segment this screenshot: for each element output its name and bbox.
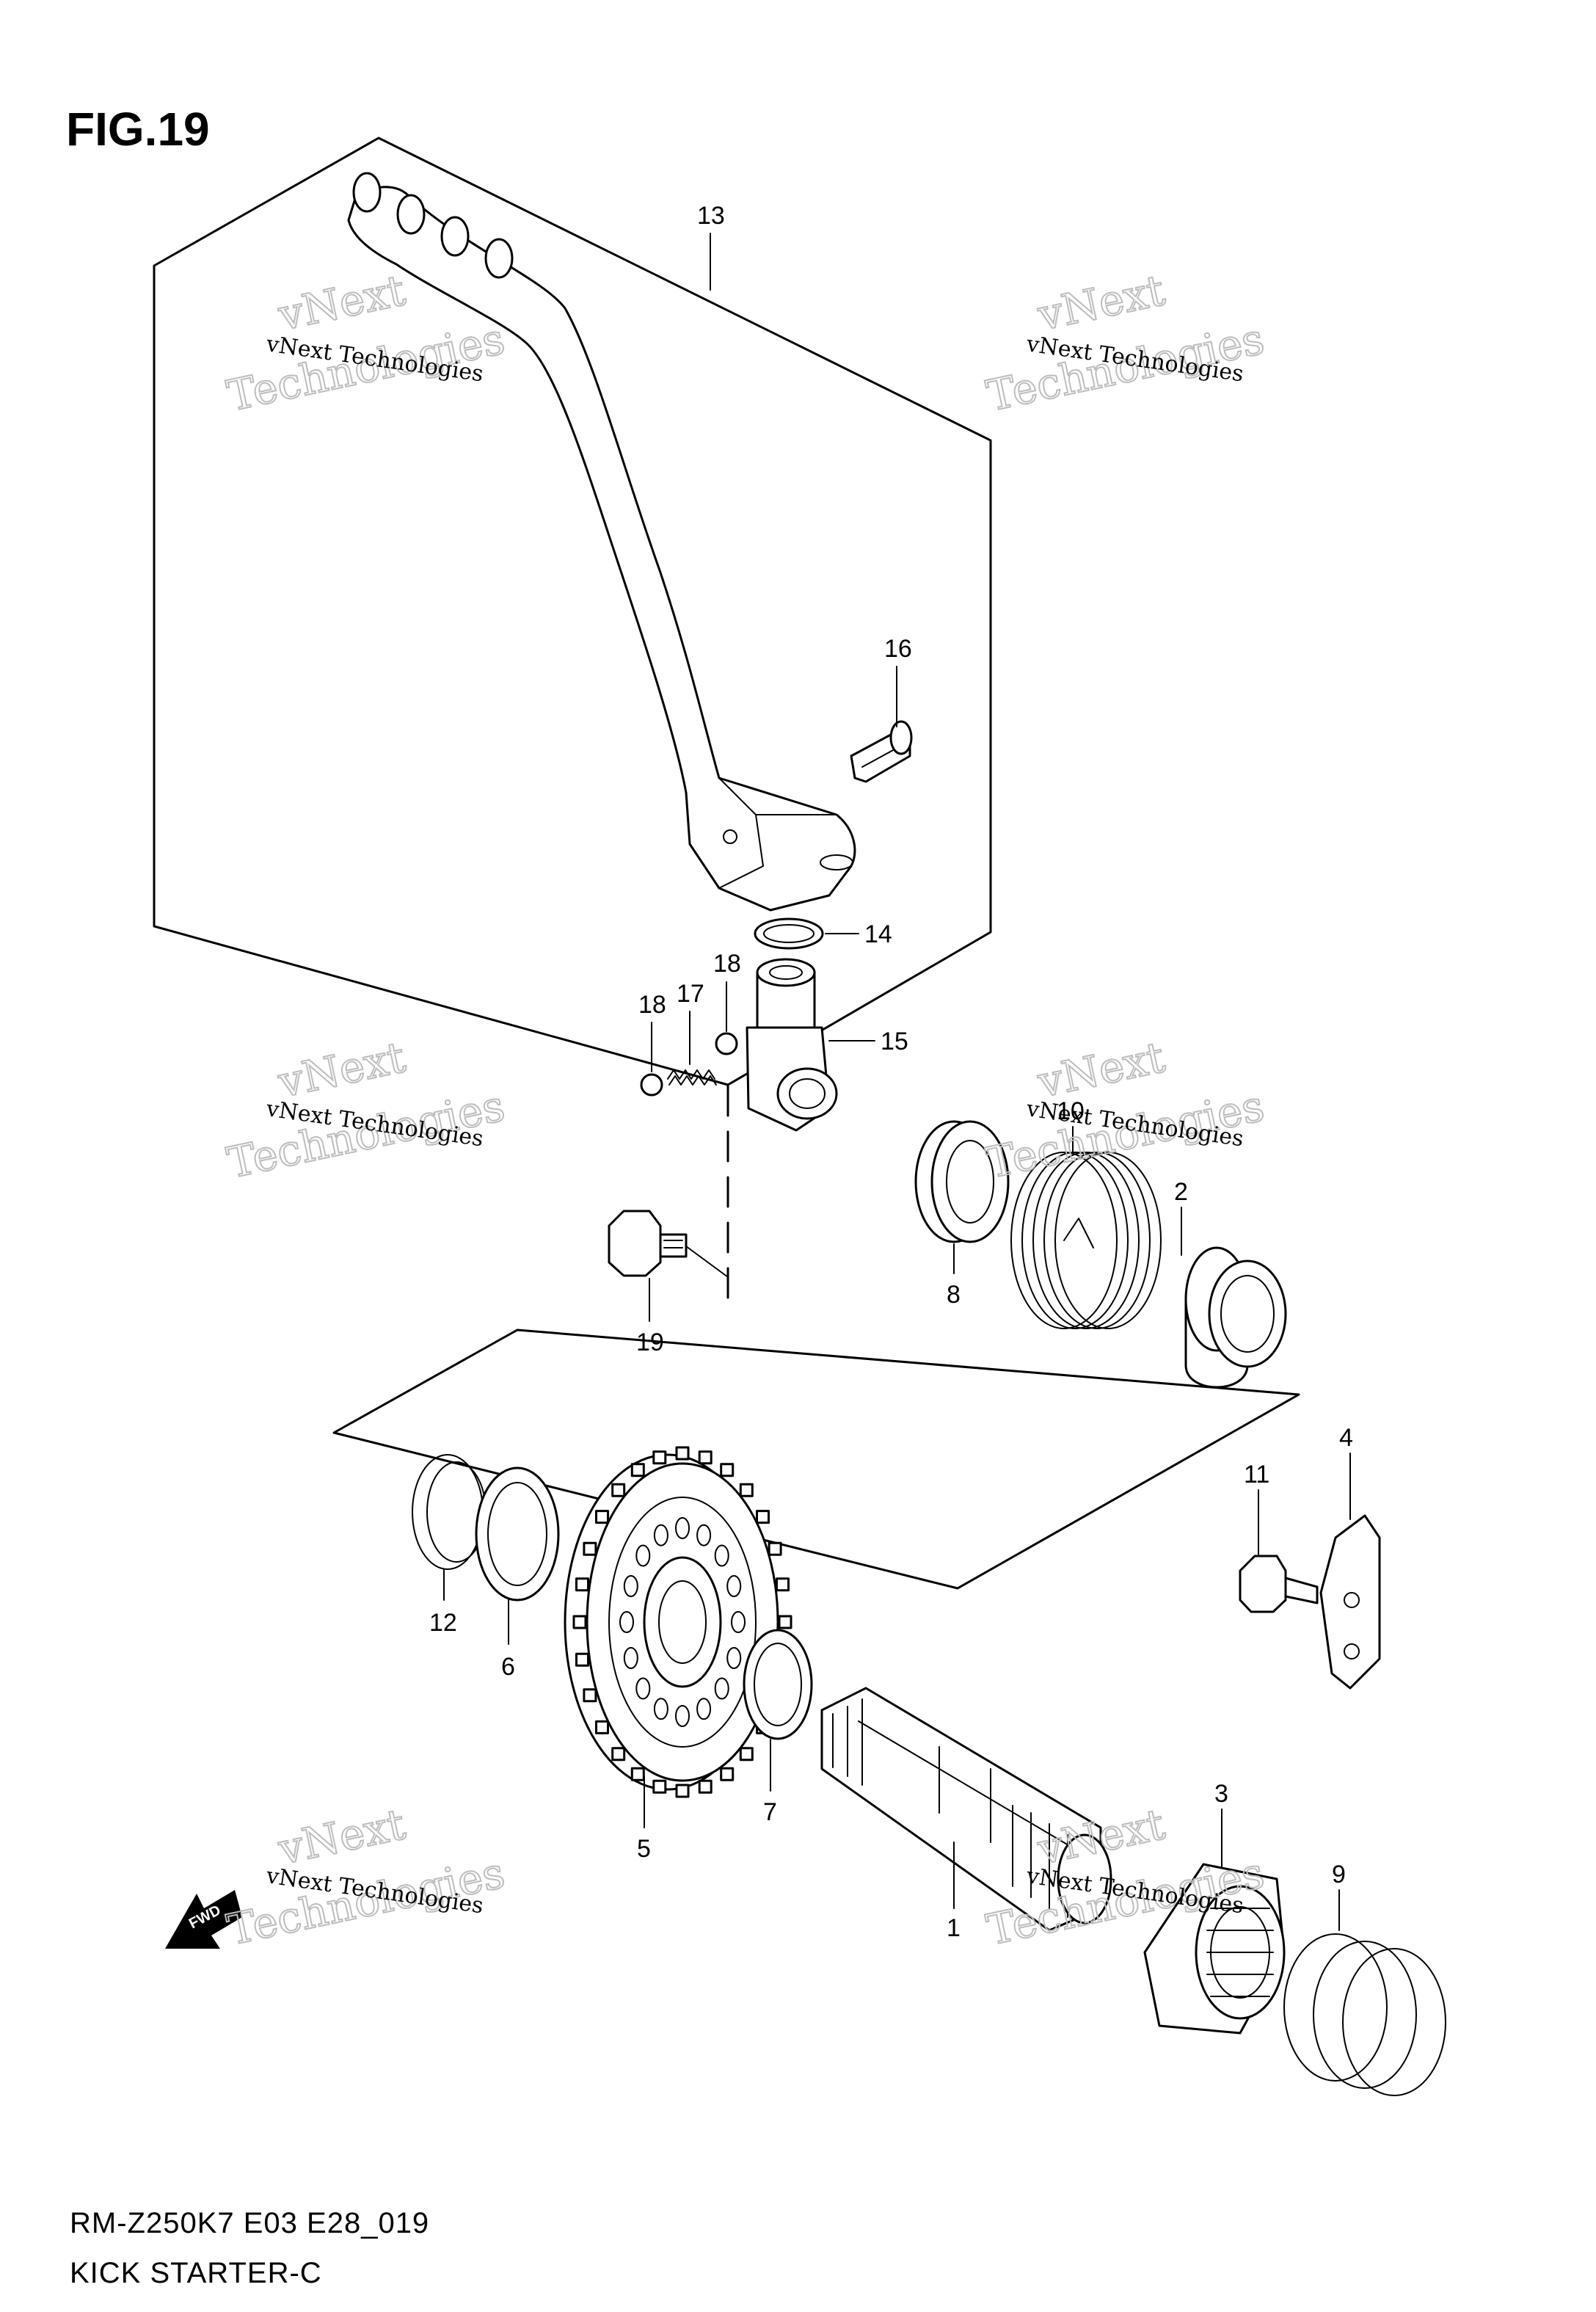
label-18-left: 18: [638, 991, 666, 1019]
label-6: 6: [501, 1653, 515, 1681]
gear-tooth: [698, 1779, 713, 1794]
gear-tooth: [739, 1483, 754, 1497]
kick-boss-15: [746, 958, 838, 1132]
gear-tooth: [575, 1577, 589, 1592]
svg-text:vNext: vNext: [274, 265, 409, 341]
spring-guide-2: [1184, 1246, 1287, 1389]
gear-hole: [696, 1698, 712, 1720]
gear-tooth: [652, 1779, 667, 1794]
gear-tooth: [739, 1747, 754, 1762]
ball-18-left: [640, 1073, 663, 1097]
gear-tooth: [675, 1784, 690, 1798]
gear-hole: [696, 1524, 712, 1546]
label-1: 1: [947, 1914, 961, 1942]
gear-tooth: [611, 1747, 626, 1762]
label-12: 12: [429, 1609, 457, 1637]
label-2: 2: [1174, 1178, 1188, 1206]
gear-hole: [653, 1524, 668, 1546]
watermark-5: vNext Technologies vNext Technologies: [222, 1798, 510, 1956]
gear-hole: [635, 1677, 651, 1700]
gear-tooth: [572, 1615, 587, 1629]
gear-tooth: [630, 1463, 645, 1477]
gear-hole: [619, 1611, 634, 1633]
ratchet-3: [1143, 1863, 1286, 2035]
section-name: KICK STARTER-C: [70, 2257, 322, 2289]
svg-text:vNext: vNext: [274, 1799, 409, 1875]
spring-9: [1283, 1933, 1446, 2096]
bolt-11: [1239, 1555, 1319, 1613]
svg-text:vNext: vNext: [1033, 265, 1169, 341]
label-7: 7: [763, 1798, 777, 1826]
kick-starter-shaft-1: [820, 1687, 1112, 1932]
gear-hole: [726, 1575, 742, 1597]
gear-hole: [714, 1677, 729, 1700]
model-code: RM-Z250K7 E03 E28_019: [70, 2207, 429, 2239]
bolt-16: [850, 720, 913, 783]
gear-tooth: [768, 1541, 782, 1556]
gear-tooth: [698, 1450, 713, 1465]
kick-starter-gear-5: [564, 1446, 792, 1798]
svg-text:vNext: vNext: [274, 1032, 409, 1108]
gear-hole: [731, 1611, 746, 1633]
gear-tooth: [776, 1577, 790, 1592]
label-4: 4: [1339, 1424, 1353, 1452]
gear-tooth: [611, 1483, 626, 1497]
kick-starter-lever: [347, 172, 856, 912]
label-14: 14: [864, 920, 892, 948]
label-18-right: 18: [713, 950, 741, 978]
label-11: 11: [1244, 1461, 1269, 1488]
ball-18-right: [715, 1032, 738, 1055]
gear-hole: [623, 1647, 638, 1669]
gear-tooth: [720, 1463, 735, 1477]
figure-title: FIG.19: [66, 103, 210, 156]
o-ring-14: [754, 917, 824, 950]
washer-7: [743, 1629, 813, 1740]
gear-hole: [726, 1647, 742, 1669]
gear-tooth: [720, 1767, 735, 1781]
label-19: 19: [636, 1328, 664, 1356]
label-16: 16: [884, 635, 912, 663]
kick-spring-10: [1010, 1152, 1162, 1329]
label-5: 5: [637, 1835, 651, 1863]
watermark-2: vNext Technologies vNext Technologies: [982, 264, 1269, 422]
gear-hole: [675, 1517, 690, 1539]
label-9: 9: [1332, 1861, 1346, 1889]
washer-6: [475, 1466, 560, 1602]
gear-hole: [635, 1544, 651, 1567]
label-10: 10: [1057, 1097, 1085, 1125]
bolt-19: [608, 1210, 688, 1277]
gear-tooth: [595, 1510, 609, 1524]
watermark-4: vNext Technologies vNext Technologies: [982, 1031, 1269, 1189]
lever-group-outline: [153, 137, 992, 1086]
gear-tooth: [652, 1450, 667, 1465]
gear-hole: [623, 1575, 638, 1597]
gear-tooth: [595, 1720, 609, 1734]
oil-seal-8: [914, 1120, 1010, 1243]
gear-tooth: [756, 1510, 770, 1524]
gear-tooth: [778, 1615, 792, 1629]
label-8: 8: [947, 1281, 961, 1309]
gear-tooth: [583, 1688, 597, 1703]
label-3: 3: [1214, 1780, 1228, 1808]
label-15: 15: [881, 1028, 908, 1055]
svg-text:vNext: vNext: [1033, 1032, 1169, 1108]
gear-hole: [675, 1705, 690, 1727]
circlip-12: [412, 1454, 487, 1570]
gear-hole: [714, 1544, 729, 1567]
label-13: 13: [697, 202, 725, 230]
spring-17: [667, 1069, 717, 1086]
watermark-3: vNext Technologies vNext Technologies: [222, 1031, 510, 1189]
stopper-plate-4: [1319, 1514, 1381, 1690]
gear-tooth: [575, 1652, 589, 1667]
gear-tooth: [630, 1767, 645, 1781]
gear-tooth: [675, 1446, 690, 1461]
gear-hole: [653, 1698, 668, 1720]
label-17: 17: [677, 980, 704, 1008]
gear-tooth: [583, 1541, 597, 1556]
